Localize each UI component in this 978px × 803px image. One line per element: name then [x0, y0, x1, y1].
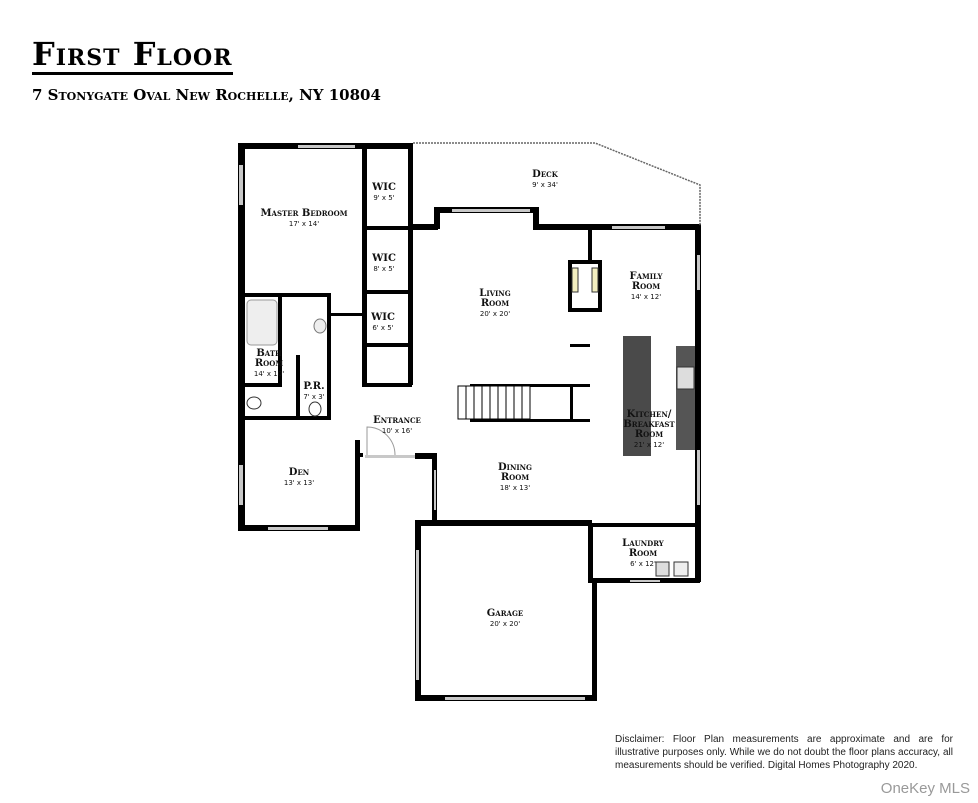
room-name: Master Bedroom	[260, 208, 348, 219]
room-dims: 20' x 20'	[479, 310, 511, 318]
room-dims: 18' x 13'	[499, 484, 531, 492]
washer-icon	[655, 561, 670, 577]
room-dims: 13' x 13'	[283, 479, 315, 487]
toilet-icon	[246, 396, 262, 410]
room-name: Entrance	[373, 415, 421, 426]
page-title: First Floor	[32, 35, 233, 75]
disclaimer-text: Disclaimer: Floor Plan measurements are …	[615, 734, 953, 771]
room-dims: 8' x 5'	[373, 265, 395, 273]
property-address: 7 Stonygate Oval New Rochelle, NY 10804	[32, 86, 381, 104]
room-name: Kitchen/ Breakfast Room	[623, 409, 675, 440]
room-name: P.R.	[303, 381, 325, 392]
toilet-icon	[308, 401, 322, 417]
stove-icon	[676, 366, 695, 390]
windows	[239, 145, 700, 700]
room-dims: 6' x 12'	[630, 560, 656, 568]
room-name: Den	[288, 467, 310, 478]
room-name: Garage	[486, 608, 524, 619]
room-dims: 7' x 3'	[303, 393, 325, 401]
room-name: WIC	[371, 312, 395, 323]
room-name: Dining Room	[498, 462, 532, 483]
sink-icon	[313, 318, 327, 334]
room-dims: 9' x 5'	[373, 194, 395, 202]
watermark: OneKey MLS	[880, 780, 970, 797]
bathtub-icon	[246, 299, 278, 346]
entry-door-icon	[366, 426, 396, 456]
room-name: Living Room	[479, 288, 511, 309]
room-name: Laundry Room	[622, 538, 664, 559]
deck-railing	[413, 142, 701, 226]
room-dims: 21' x 12'	[633, 441, 665, 449]
room-dims: 6' x 5'	[372, 324, 394, 332]
room-dims: 14' x 12'	[630, 293, 662, 301]
room-powder-room: P.R.7' x 3'	[303, 382, 324, 402]
room-name: Bath Room	[254, 348, 284, 369]
room-dims: 17' x 14'	[288, 220, 320, 228]
room-name: WIC	[372, 182, 396, 193]
room-name: Deck	[532, 169, 558, 180]
room-dims: 9' x 34'	[532, 181, 558, 189]
room-dims: 20' x 20'	[489, 620, 521, 628]
stairs	[457, 385, 531, 420]
room-dims: 14' x 10'	[253, 370, 285, 378]
kitchen-island	[623, 336, 651, 456]
fireplace-icon	[571, 267, 579, 293]
room-name: WIC	[372, 253, 396, 264]
dryer-icon	[673, 561, 689, 577]
fireplace-icon	[591, 267, 599, 293]
room-dims: 10' x 16'	[381, 427, 413, 435]
room-name: Family Room	[629, 271, 663, 292]
